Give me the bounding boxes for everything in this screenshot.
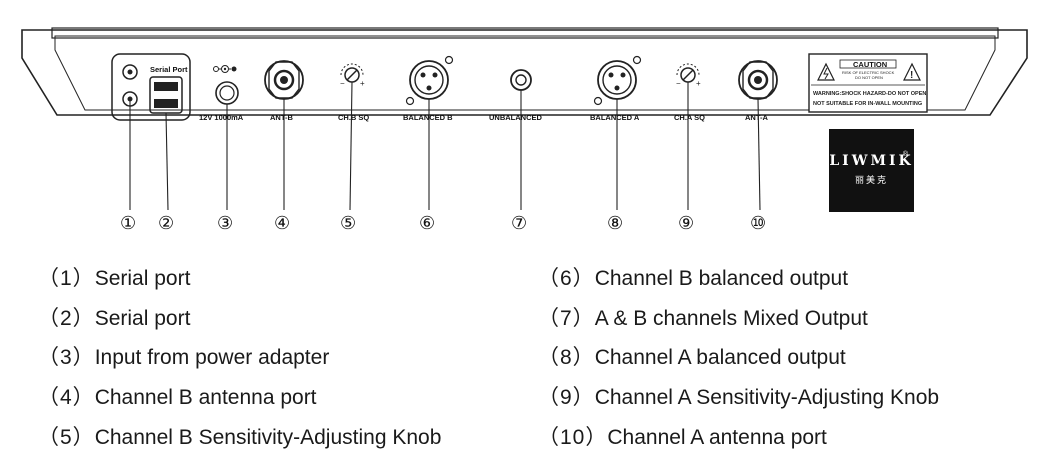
callout-5: ⑤	[340, 213, 356, 233]
power-label: 12V 1000mA	[199, 113, 244, 122]
registered-mark: ®	[902, 151, 908, 158]
power-jack-group: 12V 1000mA	[199, 65, 244, 122]
svg-text:+: +	[696, 79, 701, 88]
legend-text: Serial port	[94, 267, 191, 290]
callout-lines	[129, 81, 761, 211]
legend-index: （1）	[38, 267, 95, 290]
ant-a-label: ANT-A	[745, 113, 768, 122]
caution-line2: DO NOT OPEN	[855, 75, 883, 80]
brand-chinese: 丽美克	[854, 175, 888, 185]
legend-index: （8）	[538, 346, 595, 369]
caution-plate: ! CAUTION RISK OF ELECTRIC SHOCK DO NOT …	[808, 53, 928, 113]
brand-logo: LIWMIK ® 丽美克	[829, 129, 914, 212]
callout-8: ⑧	[607, 213, 623, 233]
callout-10: ⑩	[750, 213, 766, 233]
legend-text: Channel A balanced output	[594, 346, 846, 369]
callout-3: ③	[217, 213, 233, 233]
warning-line1: WARNING:SHOCK HAZARD-DO NOT OPEN.	[813, 91, 928, 97]
legend-index: （10）	[538, 426, 608, 449]
svg-text:−: −	[340, 79, 345, 88]
ch-a-sq-knob: − + CH.A SQ	[674, 63, 705, 122]
legend-item-5: （5）Channel B Sensitivity-Adjusting Knob	[38, 425, 441, 451]
callout-7: ⑦	[511, 213, 527, 233]
unbalanced-jack: UNBALANCED	[489, 69, 542, 122]
legend-index: （2）	[38, 307, 95, 330]
legend-item-4: （4）Channel B antenna port	[38, 385, 317, 411]
callout-2: ②	[158, 213, 174, 233]
legend-item-10: （10）Channel A antenna port	[538, 425, 827, 451]
legend-text: Channel A antenna port	[607, 426, 827, 449]
caution-line1: RISK OF ELECTRIC SHOCK	[842, 70, 895, 75]
legend-item-9: （9）Channel A Sensitivity-Adjusting Knob	[538, 385, 939, 411]
legend-text: A & B channels Mixed Output	[594, 307, 868, 330]
unbalanced-label: UNBALANCED	[489, 113, 542, 122]
legend-text: Channel B balanced output	[594, 267, 849, 290]
chassis-outline	[21, 27, 1028, 116]
legend-text: Channel A Sensitivity-Adjusting Knob	[594, 386, 940, 409]
balanced-a-label: BALANCED A	[590, 113, 640, 122]
legend-item-3: （3）Input from power adapter	[38, 345, 329, 371]
legend-index: （5）	[38, 426, 95, 449]
legend-text: Channel B Sensitivity-Adjusting Knob	[94, 426, 442, 449]
brand-name: LIWMIK	[829, 153, 914, 169]
callout-numbers: ① ② ③ ④ ⑤ ⑥ ⑦ ⑧ ⑨ ⑩	[120, 213, 766, 233]
legend-index: （9）	[538, 386, 595, 409]
callout-6: ⑥	[419, 213, 435, 233]
callout-1: ①	[120, 213, 136, 233]
ch-b-sq-knob: − + CH.B SQ	[338, 63, 369, 122]
legend-item-1: （1）Serial port	[38, 266, 190, 292]
legend-item-2: （2）Serial port	[38, 306, 190, 332]
warning-line2: NOT SUITABLE FOR IN-WALL MOUNTING	[813, 101, 922, 107]
legend-index: （4）	[38, 386, 95, 409]
legend-index: （6）	[538, 267, 595, 290]
legend-text: Channel B antenna port	[94, 386, 317, 409]
caution-title: CAUTION	[853, 60, 887, 69]
serial-port-label: Serial Port	[150, 65, 188, 74]
svg-text:−: −	[676, 79, 681, 88]
svg-text:!: !	[910, 70, 913, 81]
legend-item-8: （8）Channel A balanced output	[538, 345, 846, 371]
legend-item-6: （6）Channel B balanced output	[538, 266, 848, 292]
callout-4: ④	[274, 213, 290, 233]
legend-text: Input from power adapter	[94, 346, 330, 369]
svg-text:+: +	[360, 79, 365, 88]
serial-port-group: Serial Port	[111, 53, 191, 121]
ant-b-label: ANT-B	[270, 113, 293, 122]
callout-9: ⑨	[678, 213, 694, 233]
legend-index: （7）	[538, 307, 595, 330]
rear-panel-diagram: Serial Port 12V 1000mA ANT-B − + CH.B SQ	[21, 27, 1028, 233]
legend-item-7: （7）A & B channels Mixed Output	[538, 306, 868, 332]
balanced-b-xlr: BALANCED B	[403, 55, 453, 122]
legend-index: （3）	[38, 346, 95, 369]
balanced-a-xlr: BALANCED A	[590, 55, 642, 122]
ch-a-sq-label: CH.A SQ	[674, 113, 705, 122]
balanced-b-label: BALANCED B	[403, 113, 453, 122]
ch-b-sq-label: CH.B SQ	[338, 113, 369, 122]
legend-text: Serial port	[94, 307, 191, 330]
